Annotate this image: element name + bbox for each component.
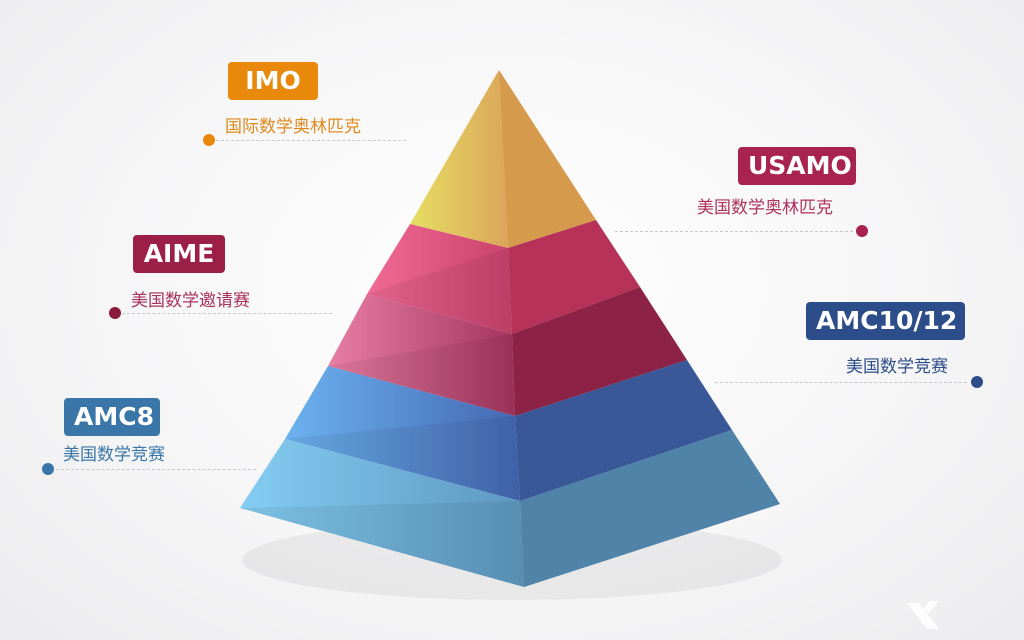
amc8-description: 美国数学竞赛 <box>63 445 165 465</box>
pyramid-layer-aime-shade <box>328 334 515 416</box>
pyramid-layer-amc8-right-face <box>520 430 780 587</box>
pyramid-layer-usamo-shade <box>367 248 512 334</box>
usamo-badge: USAMO <box>738 147 856 185</box>
usamo-dot <box>856 225 868 237</box>
pyramid-layer-aime-right-face <box>512 287 687 416</box>
amc10-12-description: 美国数学竞赛 <box>846 357 948 377</box>
amc10-12-badge: AMC10/12 <box>806 302 965 340</box>
brand-logo <box>905 597 941 637</box>
aime-description: 美国数学邀请赛 <box>131 291 250 311</box>
imo-badge: IMO <box>228 62 318 100</box>
pyramid-layer-amc8-shade <box>240 501 524 587</box>
pyramid-layer-imo-right-face <box>499 70 596 248</box>
pyramid-layer-amc10-12-shade <box>285 416 520 501</box>
usamo-leader-line <box>615 231 853 232</box>
pyramid-layer-amc8-left-face <box>240 439 524 587</box>
imo-leader-line <box>216 140 406 141</box>
x-logo-icon <box>907 601 939 629</box>
pyramid-layer-amc10-12-right-face <box>515 360 732 501</box>
pyramid-layer-imo-left-face <box>410 70 508 248</box>
pyramid-layer-usamo-left-face <box>367 224 512 334</box>
aime-dot <box>109 307 121 319</box>
amc10-12-leader-line <box>715 382 967 383</box>
amc8-badge: AMC8 <box>64 398 160 436</box>
pyramid-layer-amc10-12-left-face <box>285 366 520 501</box>
amc8-leader-line <box>56 469 256 470</box>
aime-badge: AIME <box>133 235 225 273</box>
aime-leader-line <box>122 313 332 314</box>
pyramid-layer-imo-shade <box>410 70 508 248</box>
amc10-12-dot <box>971 376 983 388</box>
pyramid-layer-usamo-right-face <box>508 220 640 334</box>
amc8-dot <box>42 463 54 475</box>
imo-description: 国际数学奥林匹克 <box>225 117 361 137</box>
usamo-description: 美国数学奥林匹克 <box>697 198 833 218</box>
pyramid-layer-aime-left-face <box>328 294 515 416</box>
imo-dot <box>203 134 215 146</box>
